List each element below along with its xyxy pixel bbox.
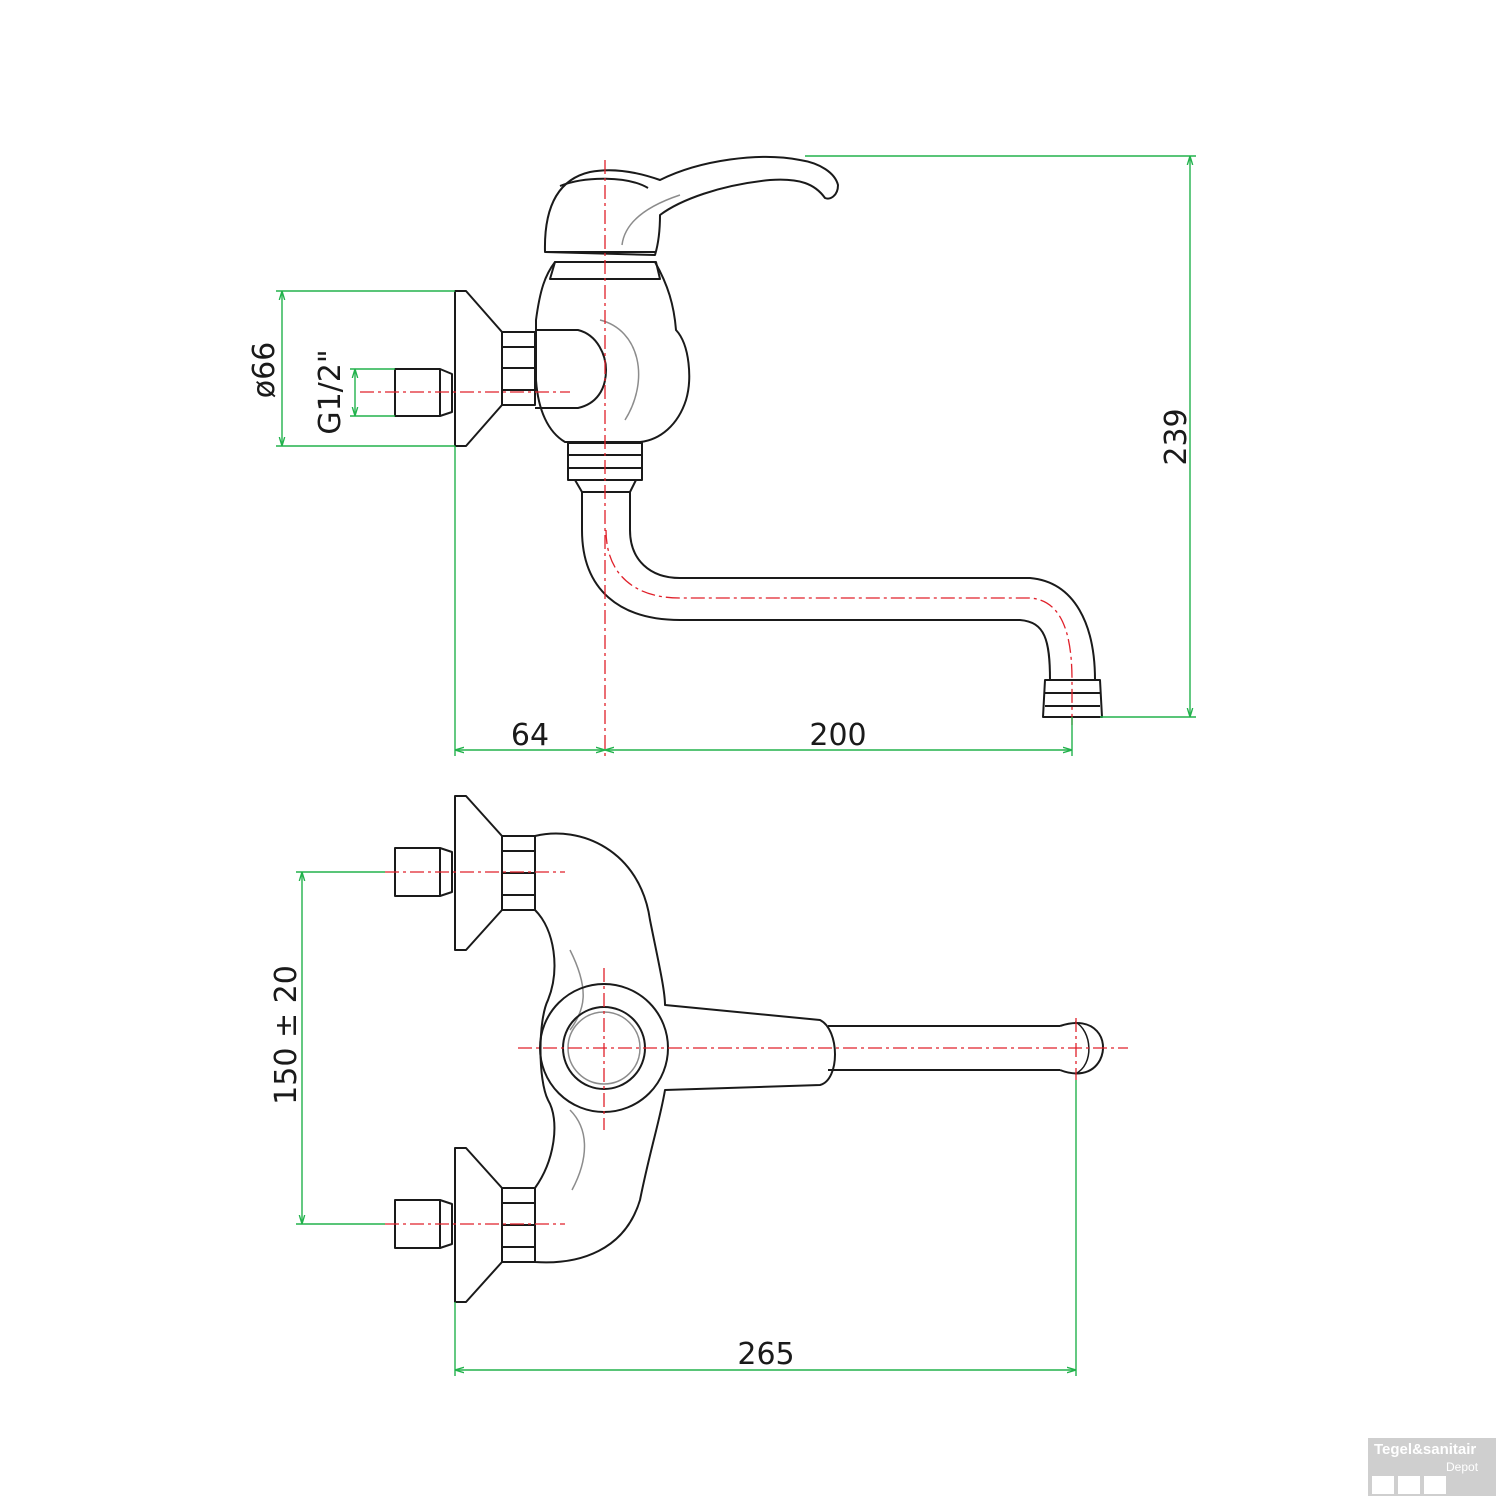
lower-flange	[454, 1147, 503, 1303]
side-center-lines	[360, 160, 1073, 760]
watermark-logo: Tegel&sanitair Depot	[1368, 1438, 1496, 1496]
top-view	[394, 795, 1105, 1303]
upper-flange	[454, 795, 503, 951]
hex-nut	[501, 331, 536, 406]
dim-overall-width: 265	[737, 1337, 794, 1372]
dim-spout-reach: 200	[809, 718, 866, 753]
spout-tube	[581, 492, 1096, 681]
spout-arm	[828, 1025, 1060, 1071]
mixer-body	[535, 261, 691, 443]
lever-handle	[543, 155, 839, 256]
wall-flange	[454, 290, 503, 447]
tile-icon	[1398, 1476, 1420, 1494]
watermark-subtitle: Depot	[1446, 1460, 1479, 1474]
top-dimensions	[296, 871, 1077, 1376]
crescent-body	[534, 832, 836, 1264]
side-dimensions	[276, 155, 1196, 756]
dim-inlet-spacing: 150 ± 20	[269, 965, 304, 1105]
dim-wall-to-axis: 64	[511, 718, 549, 753]
dim-thread: G1/2"	[313, 349, 348, 434]
dim-flange-diameter: ø66	[247, 342, 282, 399]
side-view	[394, 155, 1103, 718]
top-center-lines	[385, 871, 1128, 1225]
dim-height: 239	[1159, 408, 1194, 465]
tile-icon	[1424, 1476, 1446, 1494]
drop-icon	[1372, 1476, 1394, 1494]
watermark-title: Tegel&sanitair	[1374, 1441, 1477, 1458]
